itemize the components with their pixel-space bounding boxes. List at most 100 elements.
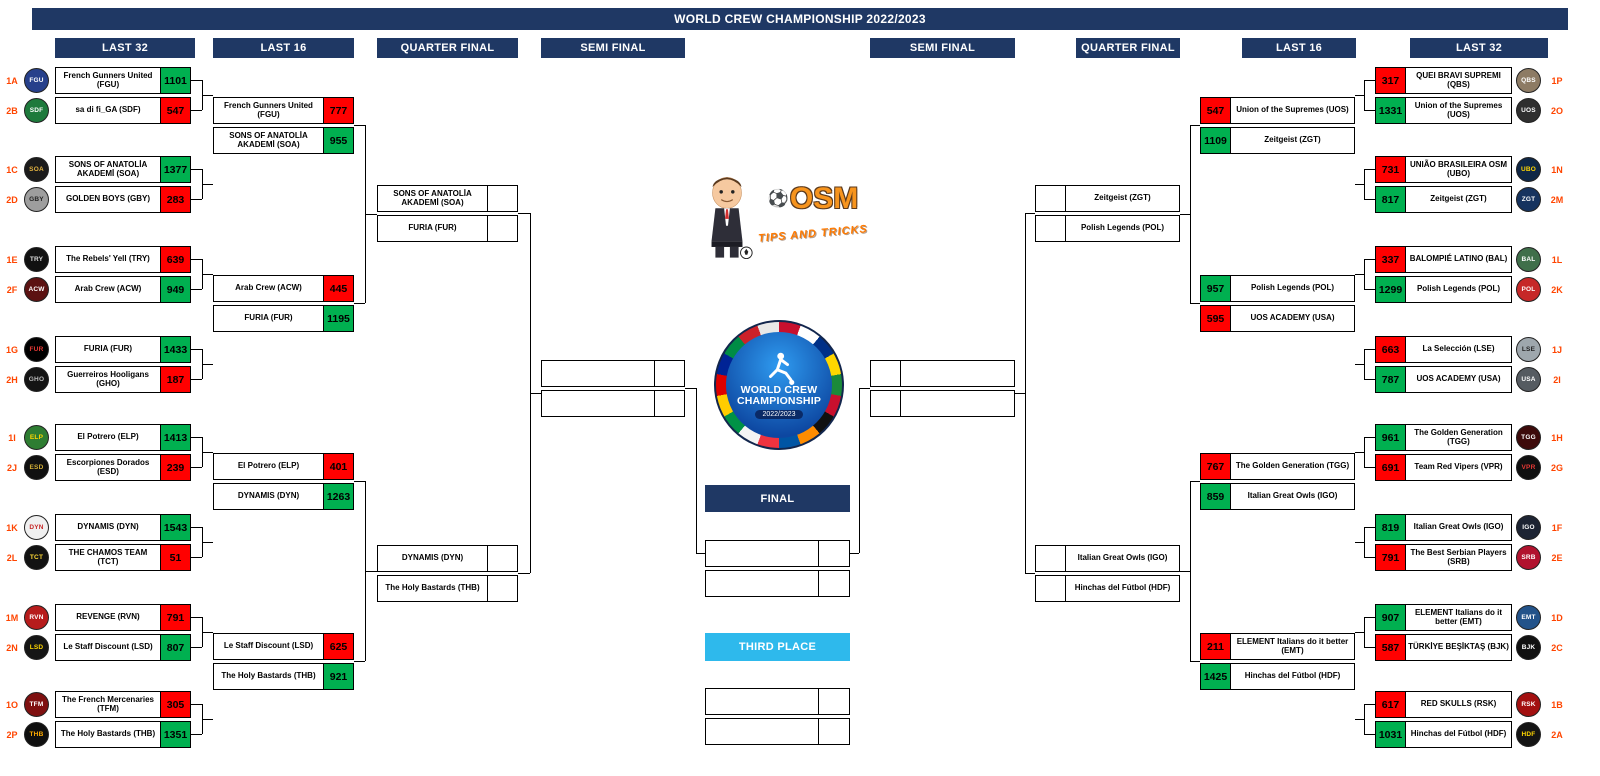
- team-name: [705, 570, 819, 597]
- team-score: [654, 390, 685, 417]
- team-score: 663: [1375, 336, 1406, 363]
- team-logo: ACW: [24, 277, 49, 302]
- bracket-connector: [1180, 214, 1190, 215]
- bracket-connector: [191, 557, 202, 558]
- bracket-connector: [1364, 169, 1365, 199]
- team-logo: UOS: [1516, 98, 1541, 123]
- bracket-connector: [1364, 349, 1365, 379]
- bracket-connector: [191, 349, 202, 350]
- bracket-connector: [859, 388, 860, 553]
- team-name: UOS ACADEMY (USA): [1405, 366, 1512, 393]
- team-name: ELEMENT Italians do it better (EMT): [1230, 633, 1355, 660]
- final-banner: FINAL: [705, 485, 850, 512]
- team-logo: EMT: [1516, 605, 1541, 630]
- bracket-connector: [530, 393, 541, 394]
- bracket-connector: [1364, 259, 1365, 289]
- team-logo: GBY: [24, 187, 49, 212]
- team-name: Italian Great Owls (IGO): [1230, 483, 1355, 510]
- team-name: SONS OF ANATOLİA AKADEMİ (SOA): [377, 185, 488, 212]
- team-name: SONS OF ANATOLİA AKADEMİ (SOA): [213, 127, 324, 154]
- team-name: [541, 360, 655, 387]
- team-score: 1351: [160, 721, 191, 748]
- seed-label: 2O: [1550, 105, 1563, 116]
- team-score: 1109: [1200, 127, 1231, 154]
- team-score: [818, 570, 850, 597]
- seed-label: 1K: [6, 522, 18, 533]
- team-logo: ELP: [24, 425, 49, 450]
- osm-logo: ⚽ OSM TIPS AND TRICKS: [698, 172, 868, 267]
- bracket-connector: [1364, 617, 1375, 618]
- round-header-right-0: SEMI FINAL: [870, 38, 1015, 58]
- bracket-connector: [354, 125, 365, 126]
- bracket-connector: [1190, 481, 1191, 661]
- team-name: Polish Legends (POL): [1405, 276, 1512, 303]
- team-score: 907: [1375, 604, 1406, 631]
- bracket-connector: [1015, 393, 1025, 394]
- team-logo: TCT: [24, 545, 49, 570]
- team-name: FURIA (FUR): [55, 336, 161, 363]
- team-score: 239: [160, 454, 191, 481]
- bracket-connector: [1364, 349, 1375, 350]
- team-name: El Potrero (ELP): [55, 424, 161, 451]
- osm-mascot-icon: [711, 177, 753, 260]
- team-logo: SDF: [24, 98, 49, 123]
- team-name: Zeitgeist (ZGT): [1405, 186, 1512, 213]
- seed-label: 2N: [6, 642, 18, 653]
- team-score: [818, 718, 850, 745]
- bracket-connector: [1364, 259, 1375, 260]
- team-score: 187: [160, 366, 191, 393]
- team-name: Le Staff Discount (LSD): [55, 634, 161, 661]
- round-header-left-1: LAST 16: [213, 38, 354, 58]
- wcc-logo-line1: WORLD CREW: [740, 383, 818, 396]
- team-score: 211: [1200, 633, 1231, 660]
- team-name: BALOMPIÉ LATINO (BAL): [1405, 246, 1512, 273]
- team-name: Italian Great Owls (IGO): [1065, 545, 1180, 572]
- bracket-connector: [1355, 274, 1364, 275]
- team-score: 1543: [160, 514, 191, 541]
- team-score: 639: [160, 246, 191, 273]
- bracket-connector: [202, 542, 213, 543]
- bracket-connector: [1025, 213, 1026, 573]
- seed-label: 1P: [1551, 75, 1563, 86]
- team-score: 767: [1200, 453, 1231, 480]
- bracket-connector: [202, 632, 213, 633]
- seed-label: 2F: [6, 284, 18, 295]
- bracket-connector: [1364, 704, 1375, 705]
- team-score: 617: [1375, 691, 1406, 718]
- round-header-left-3: SEMI FINAL: [541, 38, 685, 58]
- team-name: Hinchas del Fútbol (HDF): [1405, 721, 1512, 748]
- bracket-connector: [1364, 437, 1365, 467]
- bracket-connector: [191, 734, 202, 735]
- team-name: FURIA (FUR): [377, 215, 488, 242]
- team-score: 1377: [160, 156, 191, 183]
- team-logo: SRB: [1516, 545, 1541, 570]
- bracket-connector: [191, 704, 202, 705]
- bracket-connector: [191, 80, 202, 81]
- team-logo: TFM: [24, 692, 49, 717]
- team-score: [1035, 215, 1066, 242]
- team-score: 1031: [1375, 721, 1406, 748]
- team-name: La Selección (LSE): [1405, 336, 1512, 363]
- bracket-connector: [1025, 213, 1035, 214]
- team-name: The Rebels' Yell (TRY): [55, 246, 161, 273]
- team-logo: HDF: [1516, 722, 1541, 747]
- team-score: 445: [323, 275, 354, 302]
- team-logo: BAL: [1516, 247, 1541, 272]
- team-name: DYNAMIS (DYN): [377, 545, 488, 572]
- team-name: TÜRKİYE BEŞİKTAŞ (BJK): [1405, 634, 1512, 661]
- team-logo: RVN: [24, 605, 49, 630]
- team-name: The Best Serbian Players (SRB): [1405, 544, 1512, 571]
- bracket-connector: [191, 259, 202, 260]
- bracket-connector: [365, 214, 377, 215]
- team-name: [705, 718, 819, 745]
- bracket-connector: [191, 647, 202, 648]
- seed-label: 2J: [6, 462, 17, 473]
- third-place-banner: THIRD PLACE: [705, 633, 850, 661]
- seed-label: 2B: [6, 105, 18, 116]
- seed-label: 1A: [6, 75, 18, 86]
- seed-label: 2M: [1550, 194, 1564, 205]
- team-name: Union of the Supremes (UOS): [1230, 97, 1355, 124]
- bracket-connector: [1364, 647, 1375, 648]
- team-score: 401: [323, 453, 354, 480]
- team-name: El Potrero (ELP): [213, 453, 324, 480]
